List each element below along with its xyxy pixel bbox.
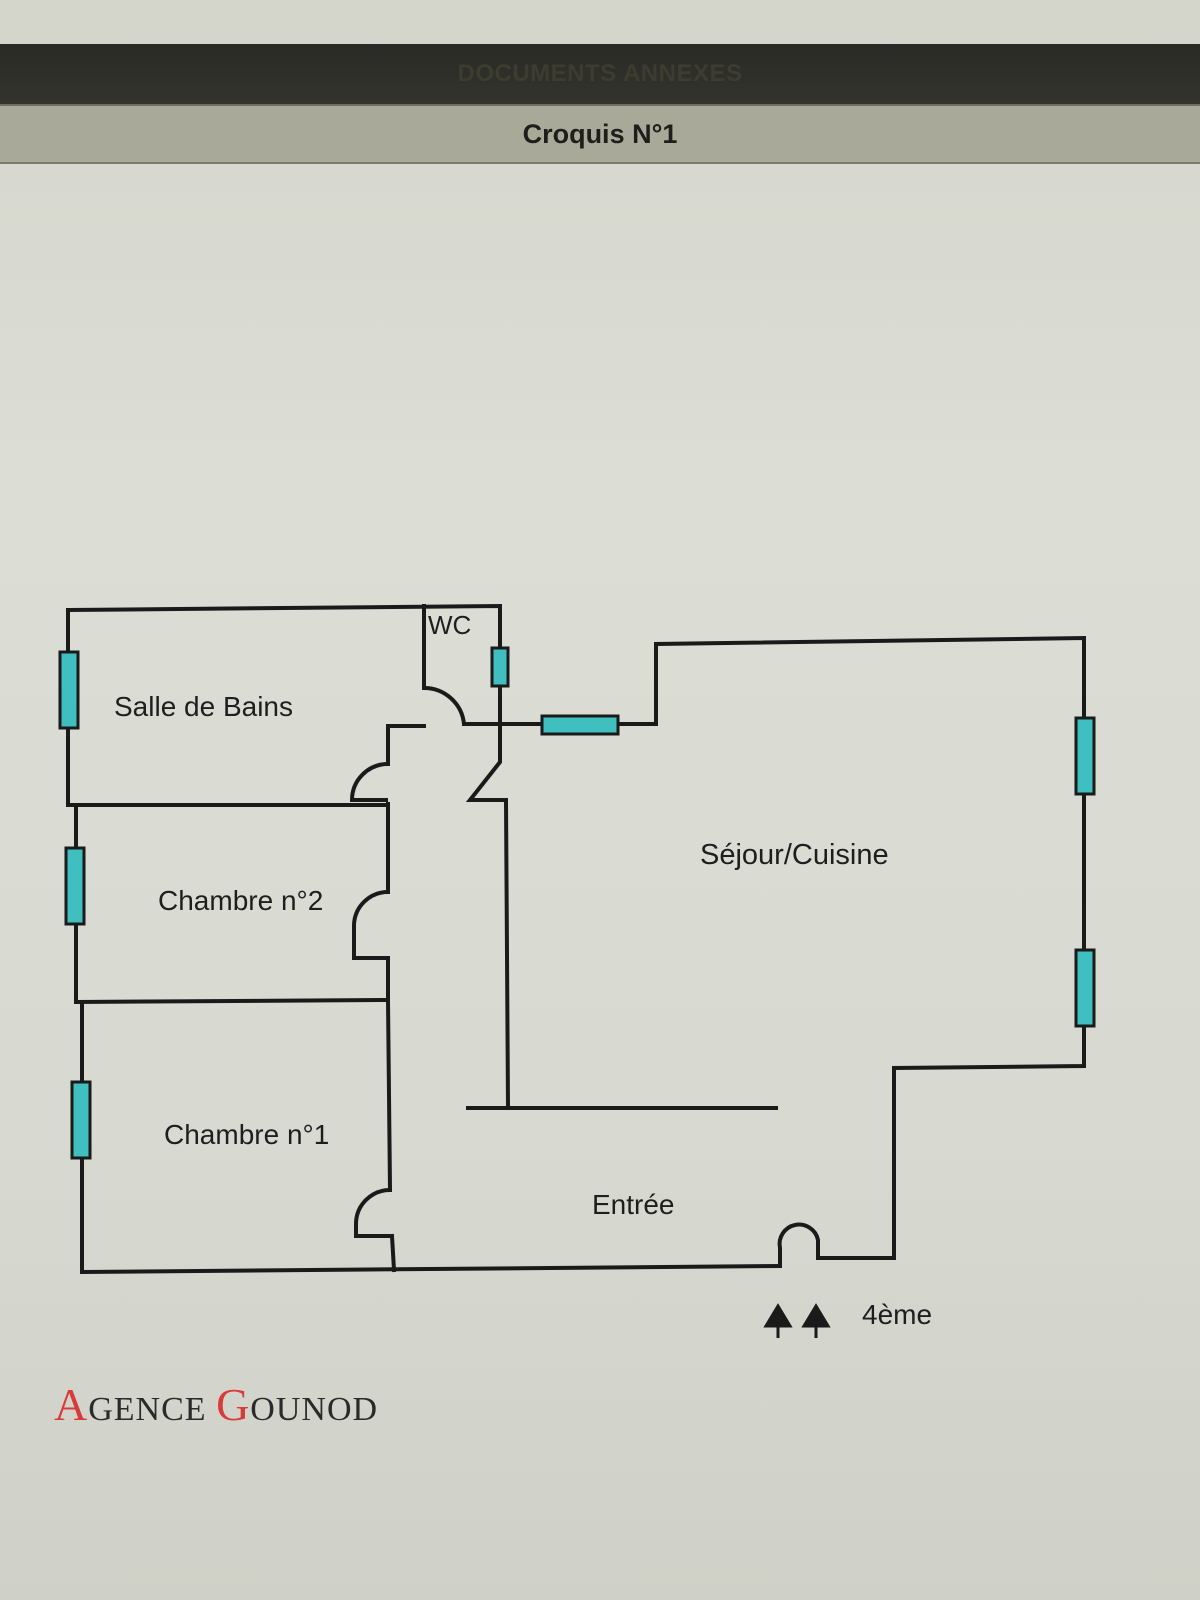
- door-wc: [423, 685, 466, 725]
- corridor-right-wall: [465, 718, 511, 1111]
- label-chambre-2: Chambre n°2: [158, 885, 323, 916]
- header-title: DOCUMENTS ANNEXES: [457, 60, 743, 87]
- door-chambre2: [352, 890, 389, 960]
- window-chambre1: [70, 1080, 92, 1160]
- door-chambre1: [354, 1188, 392, 1238]
- label-entree: Entrée: [592, 1189, 675, 1220]
- windows: [58, 646, 1096, 1160]
- label-floor: 4ème: [862, 1299, 932, 1330]
- door-entrance: [777, 1222, 820, 1266]
- window-wc: [490, 646, 510, 688]
- label-chambre-1: Chambre n°1: [164, 1119, 329, 1150]
- entrance-arrows: [763, 1303, 831, 1338]
- outer-wall-bottom: [79, 1263, 783, 1275]
- corridor-left-wall-5: [389, 1233, 397, 1273]
- label-wc: WC: [428, 610, 471, 640]
- label-salle-de-bains: Salle de Bains: [114, 691, 293, 722]
- subheader-bar: Croquis N°1: [0, 104, 1200, 164]
- window-bathroom: [58, 650, 80, 730]
- corridor-left-wall-4: [385, 997, 393, 1193]
- window-sejour-right-1: [1074, 716, 1096, 796]
- door-arcs: [349, 685, 820, 1266]
- window-chambre2: [64, 846, 86, 926]
- agency-logo: AGENCE GOUNOD: [54, 1379, 379, 1430]
- label-sejour-cuisine: Séjour/Cuisine: [700, 839, 889, 871]
- corridor-left-wall: [386, 724, 426, 766]
- header-bar: DOCUMENTS ANNEXES: [0, 44, 1200, 104]
- up-arrow-icon: [801, 1303, 831, 1338]
- window-sejour-right-2: [1074, 948, 1096, 1028]
- outer-wall-bottom-right: [618, 635, 1086, 1260]
- room-labels: Salle de Bains WC Chambre n°2 Chambre n°…: [114, 610, 932, 1330]
- chambre2-bottom-wall: [73, 997, 391, 1005]
- window-sejour-top: [540, 714, 620, 736]
- door-bathroom: [349, 762, 389, 802]
- sketch-title: Croquis N°1: [522, 118, 678, 149]
- up-arrow-icon: [763, 1303, 793, 1338]
